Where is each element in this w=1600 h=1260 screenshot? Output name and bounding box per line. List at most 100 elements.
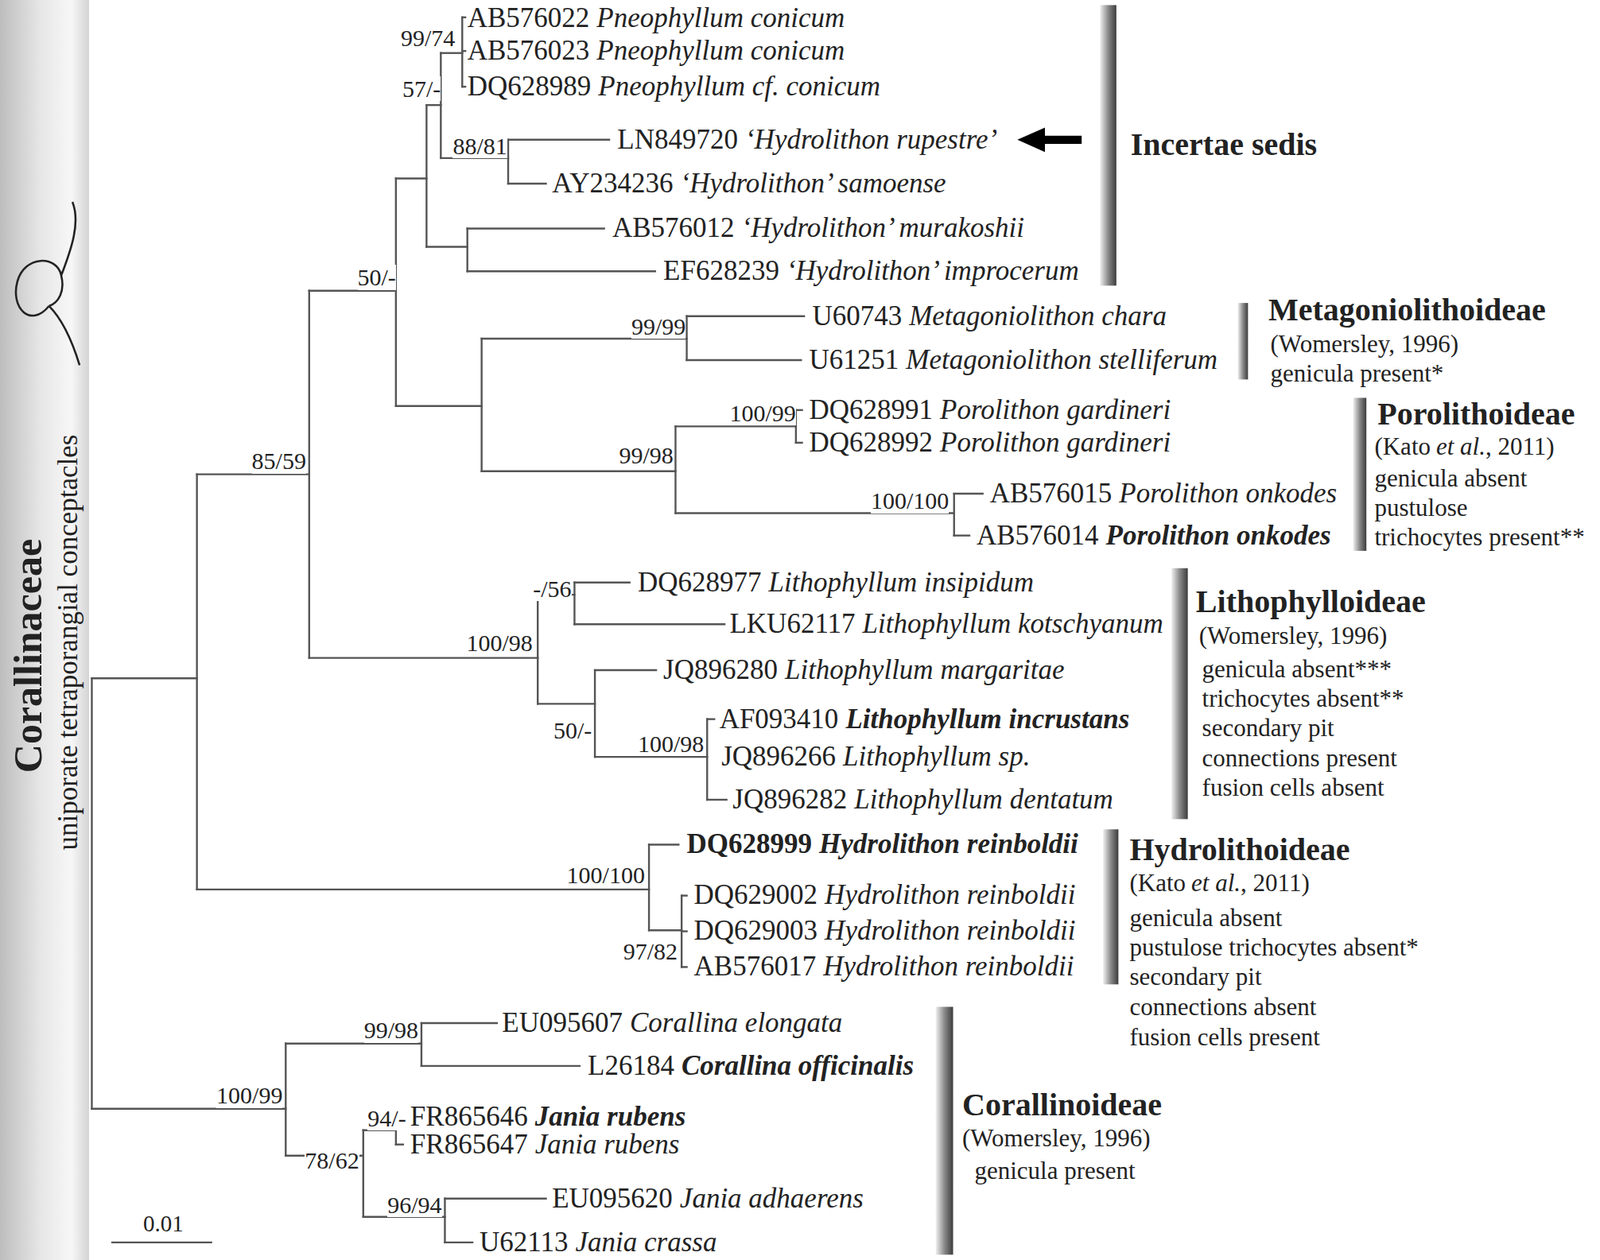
accession-number: FR865646 — [410, 1101, 529, 1134]
clade-note: (Kato — [1129, 869, 1186, 898]
support-value: 100/99 — [216, 1083, 283, 1109]
taxon-name: Hydrolithon reinboldii — [824, 879, 1076, 912]
clade-note: et al. — [1436, 432, 1486, 462]
taxon-name: Porolithon gardineri — [939, 427, 1171, 459]
clade-name: Metagoniolithoideae — [1268, 291, 1546, 329]
taxon-name: Lithophyllum dentatum — [854, 784, 1114, 816]
taxon-name: Jania rubens — [535, 1129, 680, 1162]
tree-branch — [466, 228, 468, 272]
tree-branch — [396, 404, 482, 407]
accession-number: DQ628989 — [467, 70, 592, 103]
tree-branch — [594, 670, 596, 758]
accession-number: DQ628991 — [809, 394, 934, 427]
accession-number: AF093410 — [719, 703, 839, 736]
clade-note: (Womersley, 1996) — [1199, 621, 1388, 651]
clade-note: fusion cells absent — [1202, 773, 1385, 803]
tree-branch — [706, 718, 715, 720]
taxon-name: ‘Hydrolithon’ samoense — [680, 167, 947, 200]
family-band: Corallinaceaeuniporate tetraporangial co… — [0, 0, 90, 1260]
tree-branch — [480, 338, 482, 472]
accession-number: FR865647 — [410, 1129, 529, 1162]
support-value: 99/74 — [400, 25, 455, 51]
clade-note: genicula absent*** — [1202, 655, 1392, 684]
tree-branch — [574, 623, 725, 626]
tree-branch — [648, 843, 679, 846]
tree-branch — [439, 53, 442, 159]
tree-branch — [309, 656, 538, 659]
tree-branch — [681, 894, 687, 897]
accession-number: AY234236 — [551, 167, 673, 200]
taxon-name: Hydrolithon reinboldii — [819, 828, 1079, 861]
tree-branch — [687, 359, 802, 362]
tree-branch — [594, 756, 707, 758]
accession-number: AB576014 — [976, 520, 1100, 552]
accession-number: AB576022 — [467, 2, 591, 35]
tree-branch — [594, 669, 657, 672]
taxon-name: Lithophyllum incrustans — [845, 703, 1130, 736]
tree-branch — [954, 493, 983, 495]
clade-name: Corallinoideae — [962, 1087, 1162, 1124]
clade-note: genicula absent — [1374, 464, 1527, 494]
tree-branch — [90, 678, 93, 1109]
taxon-name: Jania rubens — [535, 1101, 687, 1134]
tree-branch — [444, 1198, 546, 1200]
tree-branch — [954, 534, 970, 536]
clade-note: trichocytes present** — [1374, 523, 1585, 552]
family-note: uniporate tetraporangial conceptacles — [53, 434, 85, 851]
accession-number: EU095607 — [501, 1007, 623, 1040]
support-value: 96/94 — [387, 1192, 442, 1219]
clade-note: pustulose trichocytes absent* — [1129, 933, 1418, 963]
tree-branch — [197, 473, 310, 475]
support-value: 100/98 — [466, 630, 533, 657]
tree-branch — [796, 409, 803, 412]
tree-branch — [462, 85, 466, 88]
taxon-name: Pneophyllum cf. conicum — [598, 70, 881, 103]
clade-name: Hydrolithoideae — [1129, 831, 1350, 869]
tree-branch — [796, 442, 803, 444]
taxon-name: Pneophyllum conicum — [596, 2, 845, 35]
accession-number: EF628239 — [663, 255, 780, 288]
clade-note: genicula present* — [1270, 359, 1445, 389]
tree-branch — [685, 316, 688, 361]
support-value: 99/98 — [619, 442, 674, 469]
support-value: 100/100 — [566, 862, 645, 889]
taxon-name: Jania crassa — [575, 1227, 718, 1259]
support-value: 50/- — [553, 718, 592, 744]
tree-branch — [687, 315, 805, 318]
clade-bar — [1171, 568, 1189, 820]
tree-branch — [91, 677, 197, 680]
tree-branch — [681, 966, 687, 968]
tree-branch — [674, 426, 676, 513]
taxon-name: Corallina elongata — [629, 1007, 843, 1040]
tree-branch — [461, 17, 463, 87]
clade-note: (Womersley, 1996) — [962, 1124, 1151, 1154]
clade-note: (Womersley, 1996) — [1270, 330, 1460, 359]
tree-branch — [91, 1108, 286, 1111]
tree-branch — [420, 1023, 423, 1067]
clade-note: connections absent — [1129, 993, 1317, 1022]
taxon-name: Lithophyllum sp. — [842, 741, 1030, 773]
taxon-name: Jania adhaerens — [679, 1183, 864, 1216]
tree-branch — [536, 594, 539, 704]
support-value: 97/82 — [623, 939, 678, 965]
clade-note: secondary pit — [1129, 963, 1262, 992]
support-value: 50/- — [357, 264, 397, 291]
accession-number: AB576012 — [612, 212, 735, 245]
accession-number: JQ896282 — [732, 784, 847, 816]
support-value: 78/62 — [304, 1148, 359, 1174]
clade-note: secondary pit — [1202, 714, 1335, 743]
tree-branch — [573, 582, 575, 626]
tree-branch — [426, 245, 467, 248]
taxon-name: Lithophyllum margaritae — [784, 654, 1065, 687]
tree-branch — [481, 470, 676, 473]
taxon-name: Porolithon gardineri — [939, 394, 1171, 427]
conceptacle-icon — [15, 201, 80, 366]
support-value: 99/99 — [631, 314, 686, 340]
taxon-name: Metagoniolithon chara — [908, 300, 1167, 333]
clade-note: , 2011) — [1485, 432, 1555, 462]
clade-name: Lithophylloideae — [1196, 583, 1426, 621]
tree-branch — [648, 929, 682, 932]
tree-branch — [284, 1044, 287, 1157]
taxon-name: Metagoniolithon stelliferum — [905, 344, 1218, 377]
accession-number: DQ629002 — [694, 879, 819, 912]
